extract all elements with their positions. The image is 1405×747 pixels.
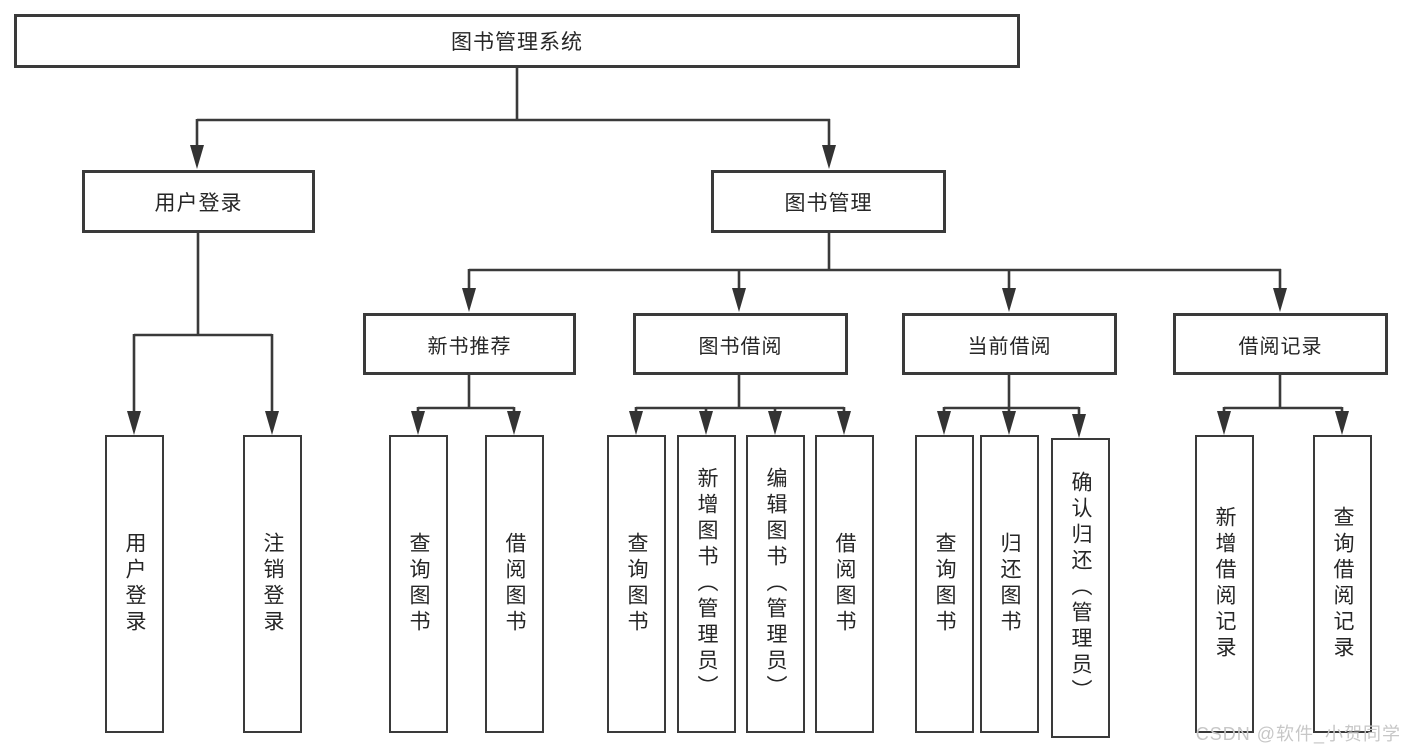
- leaf-logout-login: 注销登录: [243, 435, 302, 733]
- leaf-label: 查询图书: [407, 532, 430, 636]
- leaf-label: 新增图书（管理员）: [695, 467, 718, 701]
- leaf-label: 查询借阅记录: [1331, 506, 1354, 662]
- leaf-label: 注销登录: [261, 532, 284, 636]
- node-library-system: 图书管理系统: [14, 14, 1020, 68]
- leaf-current-confirm-return-admin: 确认归还（管理员）: [1051, 438, 1110, 738]
- leaf-label: 借阅图书: [503, 532, 526, 636]
- leaf-label: 查询图书: [625, 532, 648, 636]
- leaf-borrow-add-book-admin: 新增图书（管理员）: [677, 435, 736, 733]
- leaf-borrow-edit-book-admin: 编辑图书（管理员）: [746, 435, 805, 733]
- node-book-management: 图书管理: [711, 170, 946, 233]
- leaf-records-add-record: 新增借阅记录: [1195, 435, 1254, 733]
- node-book-borrow: 图书借阅: [633, 313, 848, 375]
- leaf-recommend-search-book: 查询图书: [389, 435, 448, 733]
- leaf-current-search-book: 查询图书: [915, 435, 974, 733]
- leaf-label: 用户登录: [123, 532, 146, 636]
- node-new-book-recommend: 新书推荐: [363, 313, 576, 375]
- csdn-watermark: CSDN @软件_小贺同学: [1195, 724, 1401, 744]
- leaf-borrow-search-book: 查询图书: [607, 435, 666, 733]
- leaf-label: 确认归还（管理员）: [1069, 471, 1092, 705]
- node-borrow-records: 借阅记录: [1173, 313, 1388, 375]
- leaf-label: 借阅图书: [833, 532, 856, 636]
- leaf-label: 新增借阅记录: [1213, 506, 1236, 662]
- leaf-label: 编辑图书（管理员）: [764, 467, 787, 701]
- node-user-login: 用户登录: [82, 170, 315, 233]
- leaf-label: 归还图书: [998, 532, 1021, 636]
- leaf-label: 查询图书: [933, 532, 956, 636]
- node-current-borrow: 当前借阅: [902, 313, 1117, 375]
- leaf-user-login: 用户登录: [105, 435, 164, 733]
- leaf-borrow-borrow-book: 借阅图书: [815, 435, 874, 733]
- leaf-current-return-book: 归还图书: [980, 435, 1039, 733]
- leaf-records-search-record: 查询借阅记录: [1313, 435, 1372, 733]
- leaf-recommend-borrow-book: 借阅图书: [485, 435, 544, 733]
